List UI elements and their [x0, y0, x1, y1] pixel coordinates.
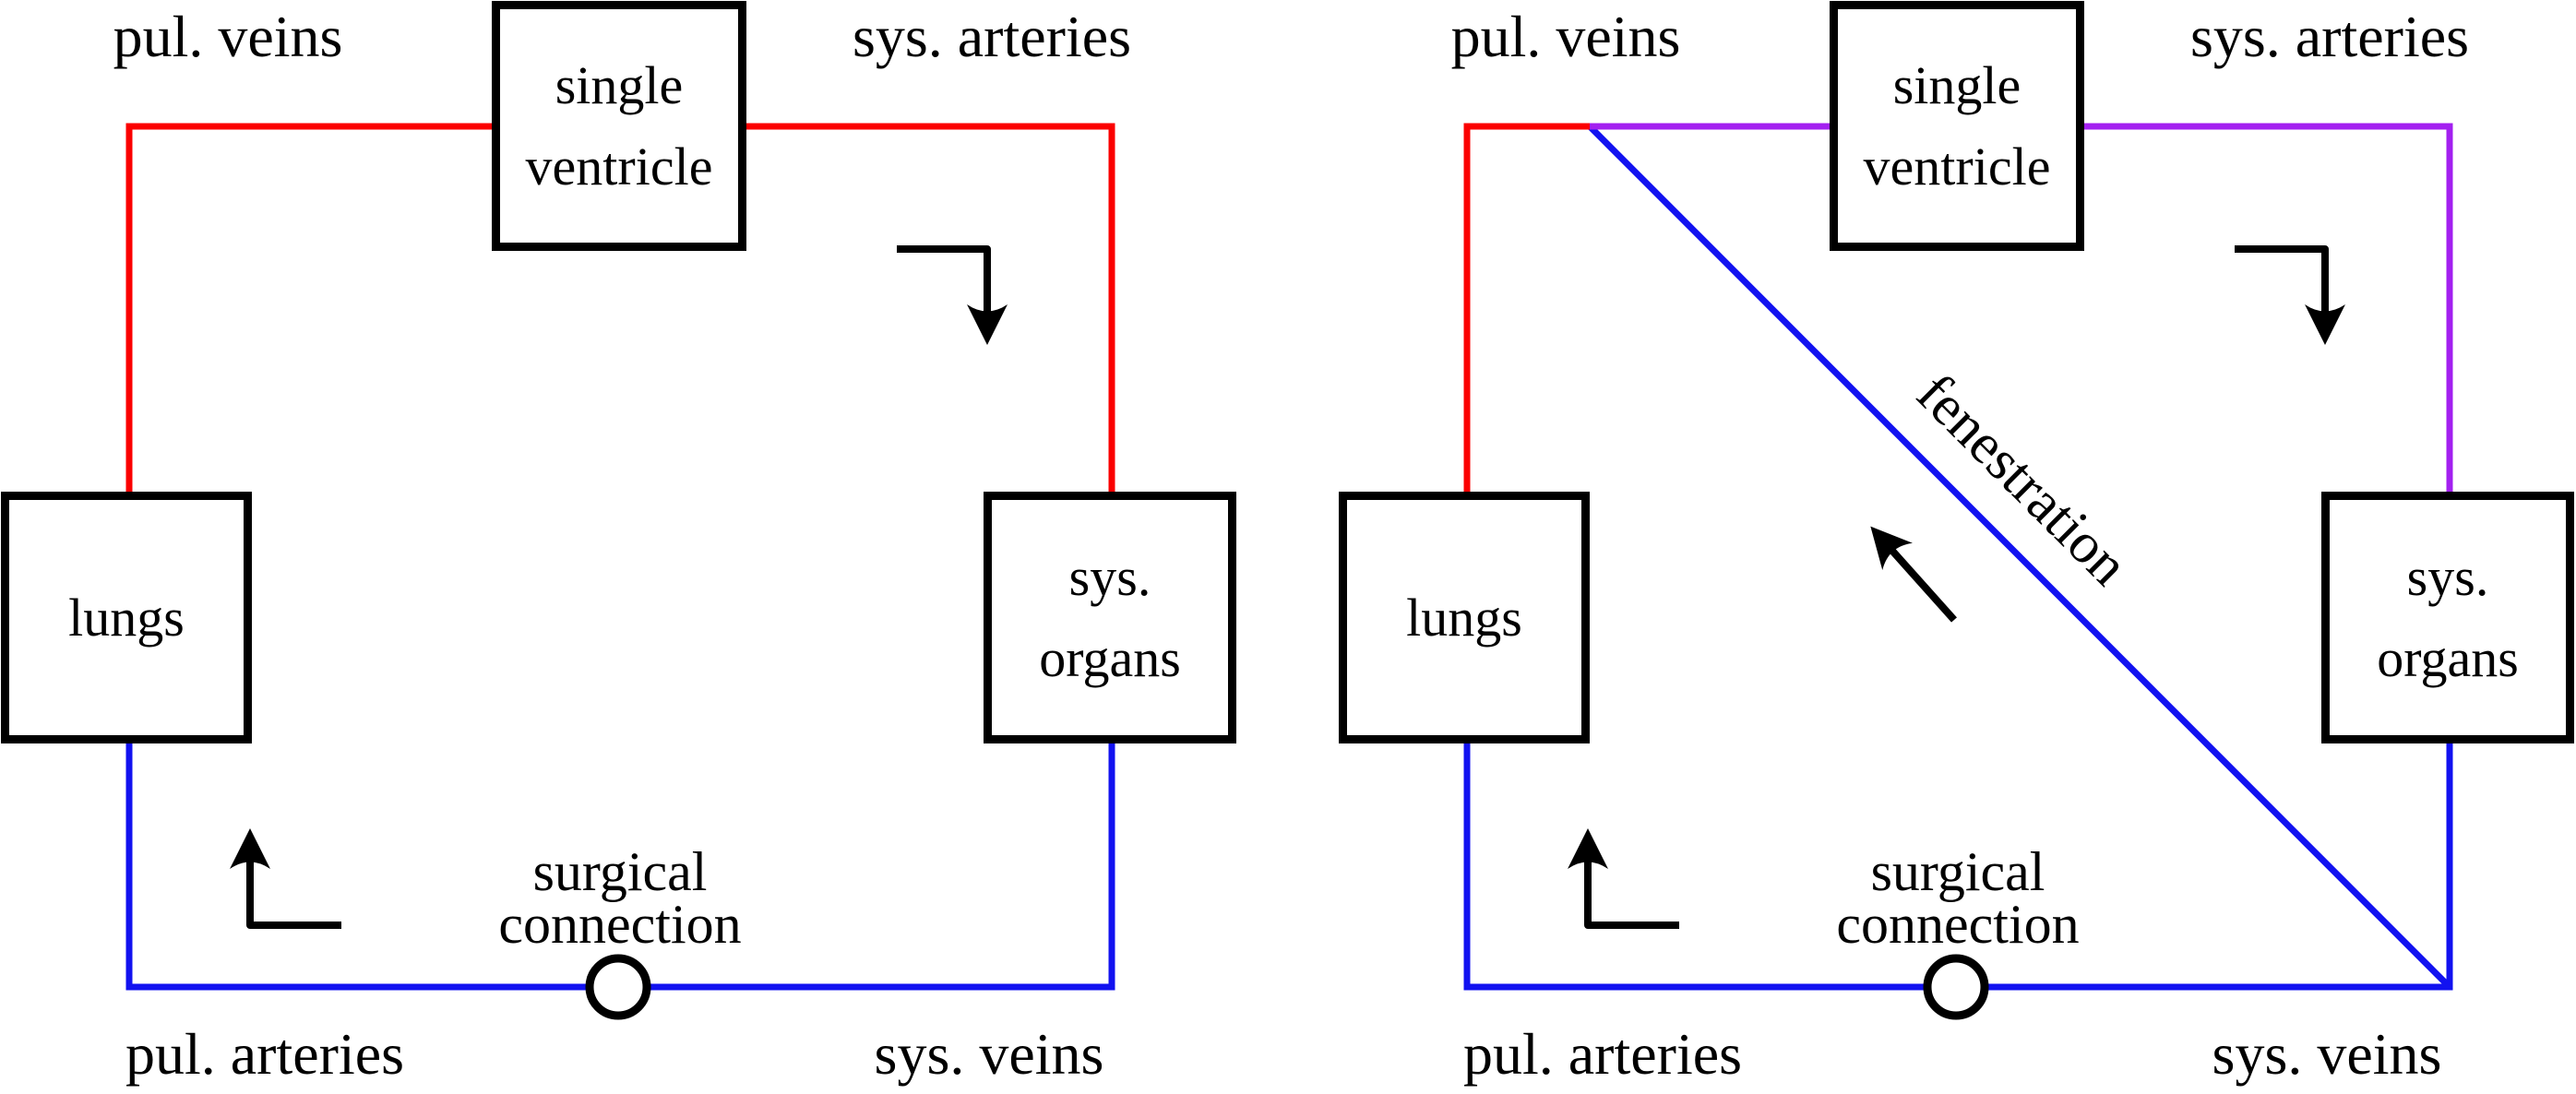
flow-up-arrow-icon	[1568, 828, 1679, 929]
systemic-arteries-line	[2084, 123, 2453, 493]
pulmonary-veins-line	[1463, 123, 1590, 493]
single-ventricle-label-line1: single	[555, 54, 684, 115]
sys-arteries-label: sys. arteries	[2189, 4, 2470, 69]
single-ventricle-box: single ventricle	[492, 1, 746, 251]
surgical-connection-label: surgical connection	[498, 841, 742, 955]
fenestration-flow-arrow-icon	[1870, 526, 1957, 623]
sys-organs-box: sys. organs	[984, 492, 1236, 743]
panel-fontan-circuit: single ventricle lungs sys. organs pul. …	[0, 0, 1241, 1094]
fenestration-line	[1587, 124, 2452, 990]
surgical-connection-label-line2: connection	[498, 894, 742, 955]
sys-veins-label: sys. veins	[2212, 1021, 2442, 1087]
sys-organs-label-line2: organs	[1039, 627, 1181, 688]
surgical-connection-node	[1923, 954, 1989, 1020]
pul-veins-label: pul. veins	[113, 4, 343, 69]
single-ventricle-box: single ventricle	[1830, 1, 2084, 251]
sys-veins-label: sys. veins	[874, 1021, 1104, 1087]
pul-arteries-label: pul. arteries	[1462, 1021, 1743, 1087]
sys-organs-label-line1: sys.	[2406, 546, 2489, 607]
single-ventricle-label-line2: ventricle	[1863, 136, 2051, 196]
sys-organs-label-line1: sys.	[1068, 546, 1151, 607]
sys-organs-label-line2: organs	[2377, 627, 2519, 688]
sys-arteries-label: sys. arteries	[852, 4, 1132, 69]
fenestrated-fontan-wiring-canvas	[1463, 123, 2453, 1020]
pul-veins-label: pul. veins	[1450, 4, 1681, 69]
panel-fenestrated-fontan-circuit: single ventricle lungs sys. organs pul. …	[1338, 0, 2576, 1094]
surgical-connection-label-line1: surgical	[532, 841, 708, 902]
pul-arteries-label: pul. arteries	[125, 1021, 405, 1087]
sys-organs-box: sys. organs	[2321, 492, 2574, 743]
surgical-connection-label: surgical connection	[1836, 841, 2080, 955]
surgical-connection-label-line2: connection	[1836, 894, 2080, 955]
flow-down-arrow-icon	[2235, 245, 2345, 345]
lungs-box: lungs	[1, 492, 252, 743]
lungs-label: lungs	[1406, 587, 1522, 648]
lungs-box: lungs	[1339, 492, 1590, 743]
systemic-arteries-line	[746, 123, 1115, 493]
single-ventricle-label-line2: ventricle	[525, 136, 713, 196]
lungs-label: lungs	[68, 587, 185, 648]
surgical-connection-node	[585, 954, 651, 1020]
flow-up-arrow-icon	[230, 828, 341, 929]
single-ventricle-label-line1: single	[1892, 54, 2021, 115]
pulmonary-veins-line	[125, 123, 492, 493]
flow-down-arrow-icon	[897, 245, 1008, 345]
fontan-wiring-canvas	[125, 123, 1115, 1020]
surgical-connection-label-line1: surgical	[1870, 841, 2045, 902]
